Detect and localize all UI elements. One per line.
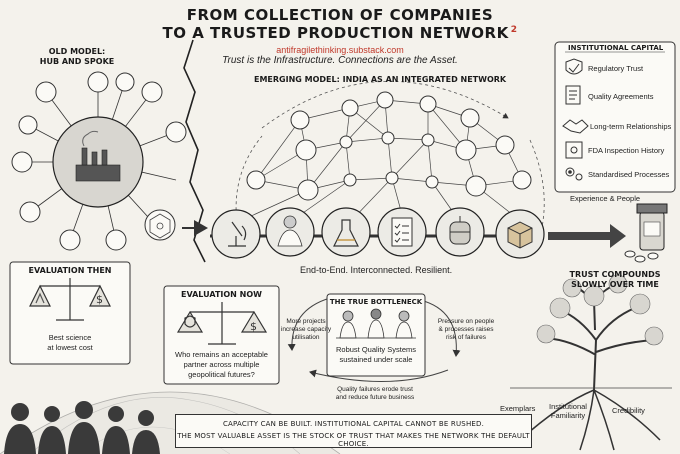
trust-tree-heading-2: SLOWLY OVER TIME	[571, 280, 659, 289]
banner-line-2: THE MOST VALUABLE ASSET IS THE STOCK OF …	[177, 432, 530, 448]
ic-item-regulatory-trust: Regulatory Trust	[588, 64, 644, 73]
svg-text:$: $	[250, 320, 257, 333]
scientist-icon	[277, 215, 303, 247]
flow-arrow	[548, 224, 626, 248]
trust-root-credibility: Credibility	[612, 406, 645, 415]
evaluation-then-caption-1: Best science	[48, 333, 92, 342]
trust-root-familiarity: Familiarity	[550, 411, 586, 420]
bottleneck-bottom-note-2: and reduce future business	[335, 394, 415, 401]
cycle-arrow-bottom	[309, 369, 449, 382]
evaluation-then-heading: EVALUATION THEN	[28, 266, 112, 275]
ic-item-long-term-relationships: Long-term Relationships	[590, 122, 672, 131]
gears-icon	[565, 167, 583, 181]
factory-icon	[75, 147, 121, 182]
scale-icon-then: $	[29, 278, 111, 321]
ic-footer: Experience & People	[570, 194, 641, 203]
orbit-arrow-top	[261, 80, 509, 129]
evaluation-now-heading: EVALUATION NOW	[181, 290, 262, 299]
institutional-capital-heading: INSTITUTIONAL CAPITAL	[568, 44, 664, 52]
shield-check-icon	[565, 58, 583, 75]
ic-item-quality-agreements: Quality Agreements	[588, 92, 654, 101]
title-superscript: 2	[510, 25, 518, 35]
production-chain	[210, 207, 545, 259]
emerging-model-heading: EMERGING MODEL: INDIA AS AN INTEGRATED N…	[254, 75, 507, 84]
spoke-nodes	[11, 71, 187, 251]
ic-item-standardised-processes: Standardised Processes	[588, 170, 670, 179]
medicine-bottle-icon	[624, 203, 668, 263]
evaluation-now-caption-2: partner across multiple	[183, 360, 260, 369]
bottleneck-left-note-2: increase capacity	[280, 326, 332, 333]
handshake-icon	[562, 119, 589, 134]
hub-sphere	[52, 116, 144, 208]
old-model-heading-line-2: HUB AND SPOKE	[39, 57, 115, 66]
source-url[interactable]: antifragilethinking.substack.com	[276, 45, 404, 55]
bottleneck-right-note-3: risk of failures	[445, 334, 487, 341]
cycle-arrow-left	[287, 297, 331, 351]
microscope-icon	[228, 221, 247, 247]
checklist-icon	[391, 217, 413, 247]
certificate-icon	[565, 141, 583, 159]
trust-root-exemplars: Exemplars	[500, 404, 536, 413]
package-icon	[507, 221, 533, 249]
evaluation-then-caption-2: at lowest cost	[47, 343, 93, 352]
scientists-icon	[336, 308, 416, 339]
old-model-heading-line-1: OLD MODEL:	[48, 47, 106, 56]
bottleneck-caption-2: sustained under scale	[339, 355, 413, 364]
bottleneck-left-note-1: More projects	[286, 318, 326, 325]
ic-item-fda-inspection-history: FDA Inspection History	[588, 146, 665, 155]
people-silhouettes	[4, 401, 160, 454]
bottleneck-left-note-3: utilisation	[292, 334, 320, 341]
flask-icon	[333, 219, 359, 247]
bottom-banner: CAPACITY CAN BE BUILT. INSTITUTIONAL CAP…	[175, 414, 532, 448]
evaluation-now-caption-1: Who remains an acceptable	[175, 350, 268, 359]
cycle-arrow-right	[419, 299, 461, 357]
tree-icon	[519, 281, 661, 451]
banner-line-1: CAPACITY CAN BE BUILT. INSTITUTIONAL CAP…	[222, 420, 485, 428]
evaluation-now-caption-3: geopolitical futures?	[188, 370, 255, 379]
scale-icon-now: $	[176, 302, 268, 345]
title-line-2: TO A TRUSTED PRODUCTION NETWORK	[162, 24, 509, 42]
reactor-icon	[449, 216, 471, 245]
bottleneck-bottom-note-1: Quality failures erode trust	[337, 386, 413, 393]
subtitle: Trust is the Infrastructure. Connections…	[222, 55, 458, 66]
bottleneck-heading: THE TRUE BOTTLENECK	[329, 298, 423, 306]
chain-caption: End-to-End. Interconnected. Resilient.	[300, 265, 453, 275]
tree-foliage	[536, 274, 664, 346]
svg-text:$: $	[96, 293, 103, 306]
trust-tree-heading-1: TRUST COMPOUNDS	[569, 270, 661, 279]
trust-root-institutional: Institutional	[549, 402, 587, 411]
bottleneck-right-note-2: & processes raises	[438, 326, 494, 333]
bottleneck-caption-1: Robust Quality Systems	[335, 345, 417, 354]
title-line-1: FROM COLLECTION OF COMPANIES	[186, 6, 494, 24]
document-icon	[565, 85, 581, 105]
network-nodes	[246, 91, 532, 201]
bottleneck-right-note-1: Pressure on people	[437, 318, 495, 325]
